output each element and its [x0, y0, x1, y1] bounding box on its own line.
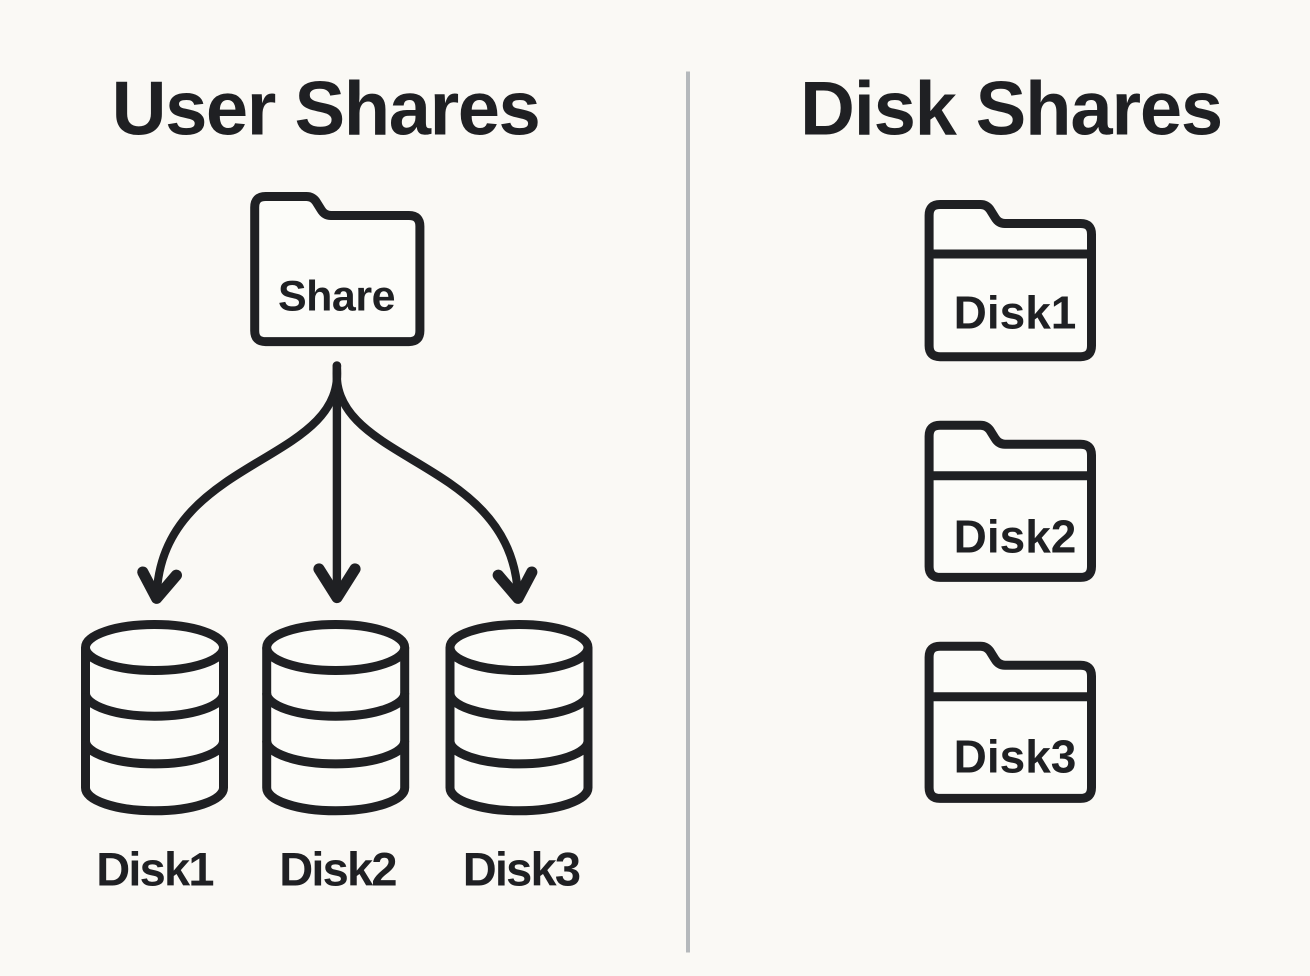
svg-text:Disk2: Disk2 — [954, 511, 1077, 563]
svg-text:Share: Share — [278, 273, 395, 321]
svg-text:Disk Shares: Disk Shares — [800, 67, 1222, 152]
svg-text:Disk1: Disk1 — [96, 842, 213, 895]
svg-text:User Shares: User Shares — [112, 67, 540, 152]
svg-text:Disk2: Disk2 — [279, 842, 396, 895]
svg-text:Disk3: Disk3 — [954, 731, 1077, 783]
svg-text:Disk3: Disk3 — [463, 842, 580, 895]
svg-text:Disk1: Disk1 — [954, 287, 1077, 339]
